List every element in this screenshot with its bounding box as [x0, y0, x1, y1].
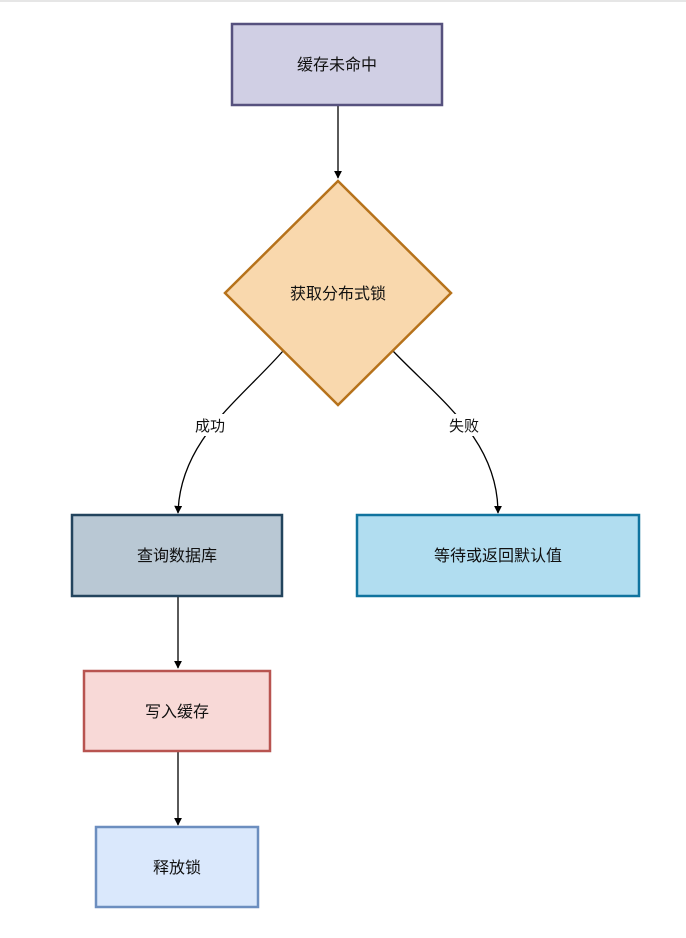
- svg-text:等待或返回默认值: 等待或返回默认值: [434, 546, 562, 565]
- svg-text:成功: 成功: [195, 417, 225, 435]
- top-divider: [0, 0, 686, 2]
- edge-label-failure: 失败: [444, 414, 484, 436]
- svg-text:获取分布式锁: 获取分布式锁: [290, 284, 386, 303]
- svg-text:失败: 失败: [449, 417, 479, 435]
- node-query-db[interactable]: 查询数据库: [70, 513, 284, 598]
- svg-text:缓存未命中: 缓存未命中: [297, 55, 377, 74]
- edge-label-success: 成功: [190, 414, 230, 436]
- node-cache-miss[interactable]: 缓存未命中: [230, 22, 444, 107]
- svg-text:写入缓存: 写入缓存: [145, 702, 209, 721]
- node-write-cache[interactable]: 写入缓存: [82, 669, 272, 753]
- svg-text:查询数据库: 查询数据库: [137, 546, 217, 565]
- node-release-lock[interactable]: 释放锁: [94, 825, 260, 909]
- node-acquire-lock[interactable]: 获取分布式锁: [223, 179, 453, 407]
- svg-text:释放锁: 释放锁: [153, 858, 201, 877]
- node-wait-default[interactable]: 等待或返回默认值: [355, 513, 641, 598]
